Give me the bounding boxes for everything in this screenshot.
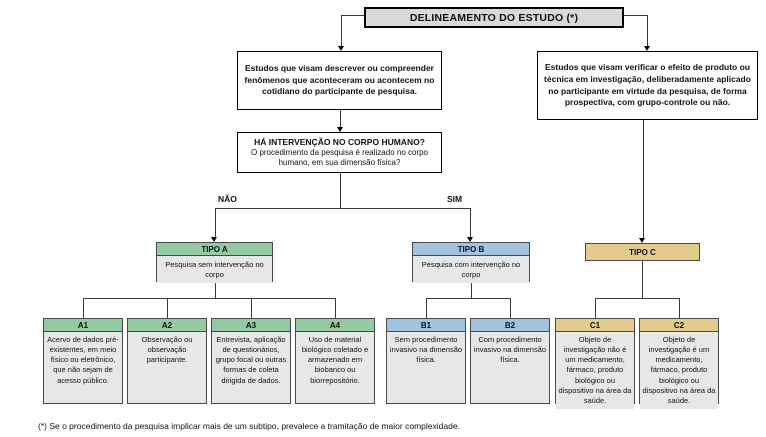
diagram-title: DELINEAMENTO DO ESTUDO (*): [364, 7, 624, 28]
connector-line: [340, 173, 341, 208]
connector-line: [215, 208, 471, 209]
subtype-a3-header: A3: [212, 319, 290, 332]
branch-left-description-box: Estudos que visam descrever ou compreend…: [237, 51, 442, 110]
subtype-b1-text: Sem procedimento invasivo na dimensão fí…: [387, 332, 465, 403]
subtype-box-b2: B2 Com procedimento invasivo na dimensão…: [470, 318, 550, 404]
subtype-c1-header: C1: [556, 319, 634, 332]
connector-line: [341, 15, 342, 46]
connector-line: [595, 298, 680, 299]
subtype-c2-text: Objeto de investigação é um medicamento,…: [640, 332, 718, 409]
arrow-down-icon: [337, 127, 343, 132]
connector-line: [470, 208, 471, 237]
branch-right-description-box: Estudos que visam verificar o efeito de …: [537, 51, 758, 120]
arrow-down-icon: [211, 237, 217, 242]
subtype-c1-text: Objeto de investigação não é um medicame…: [556, 332, 634, 409]
connector-line: [215, 208, 216, 237]
branch-right-text: Estudos que visam verificar o efeito de …: [544, 62, 751, 108]
connector-line: [167, 298, 168, 318]
question-box: HÁ INTERVENÇÃO NO CORPO HUMANO? O proced…: [237, 132, 442, 173]
connector-line: [471, 282, 472, 298]
connector-line: [83, 298, 84, 318]
arrow-down-icon: [467, 237, 473, 242]
subtype-b2-text: Com procedimento invasivo na dimensão fí…: [471, 332, 549, 403]
type-box-a: TIPO A Pesquisa sem intervenção no corpo: [156, 242, 273, 283]
subtype-a4-header: A4: [296, 319, 374, 332]
subtype-b1-header: B1: [387, 319, 465, 332]
connector-line: [340, 110, 341, 127]
subtype-a1-header: A1: [44, 319, 122, 332]
subtype-box-a1: A1 Acervo de dados pré-existentes, em me…: [43, 318, 123, 404]
connector-line: [510, 298, 511, 318]
subtype-box-c2: C2 Objeto de investigação é um medicamen…: [639, 318, 719, 409]
arrow-down-icon: [338, 46, 344, 51]
connector-line: [426, 298, 427, 318]
branch-left-text: Estudos que visam descrever ou compreend…: [244, 62, 435, 97]
subtype-a2-text: Observação ou observação participante.: [128, 332, 206, 403]
connector-line: [623, 15, 648, 16]
arrow-down-icon: [639, 238, 645, 243]
connector-line: [647, 15, 648, 46]
connector-line: [341, 15, 365, 16]
subtype-c2-header: C2: [640, 319, 718, 332]
type-a-description: Pesquisa sem intervenção no corpo: [157, 256, 272, 283]
footnote: (*) Se o procedimento da pesquisa implic…: [38, 421, 460, 431]
subtype-a3-text: Entrevista, aplicação de questionários, …: [212, 332, 290, 403]
connector-line: [251, 298, 252, 318]
subtype-a2-header: A2: [128, 319, 206, 332]
type-box-b: TIPO B Pesquisa com intervenção no corpo: [412, 242, 530, 283]
connector-line: [215, 282, 216, 298]
connector-line: [83, 298, 336, 299]
question-heading: HÁ INTERVENÇÃO NO CORPO HUMANO?: [254, 136, 425, 147]
arrow-down-icon: [644, 46, 650, 51]
subtype-a1-text: Acervo de dados pré-existentes, em meio …: [44, 332, 122, 403]
connector-line: [642, 261, 643, 298]
connector-line: [595, 298, 596, 318]
type-c-header: TIPO C: [586, 244, 699, 260]
subtype-b2-header: B2: [471, 319, 549, 332]
subtype-box-a2: A2 Observação ou observação participante…: [127, 318, 207, 404]
type-b-description: Pesquisa com intervenção no corpo: [413, 256, 529, 283]
type-a-header: TIPO A: [157, 243, 272, 256]
type-b-header: TIPO B: [413, 243, 529, 256]
connector-line: [426, 298, 511, 299]
decision-label-yes: SIM: [447, 194, 463, 204]
subtype-box-a3: A3 Entrevista, aplicação de questionário…: [211, 318, 291, 404]
connector-line: [679, 298, 680, 318]
decision-label-no: NÃO: [218, 194, 237, 204]
subtype-box-c1: C1 Objeto de investigação não é um medic…: [555, 318, 635, 409]
type-box-c: TIPO C: [585, 243, 700, 261]
subtype-box-b1: B1 Sem procedimento invasivo na dimensão…: [386, 318, 466, 404]
question-body: O procedimento da pesquisa é realizado n…: [251, 147, 428, 168]
subtype-a4-text: Uso de material biológico coletado e arm…: [296, 332, 374, 403]
connector-line: [643, 120, 644, 238]
connector-line: [335, 298, 336, 318]
subtype-box-a4: A4 Uso de material biológico coletado e …: [295, 318, 375, 404]
